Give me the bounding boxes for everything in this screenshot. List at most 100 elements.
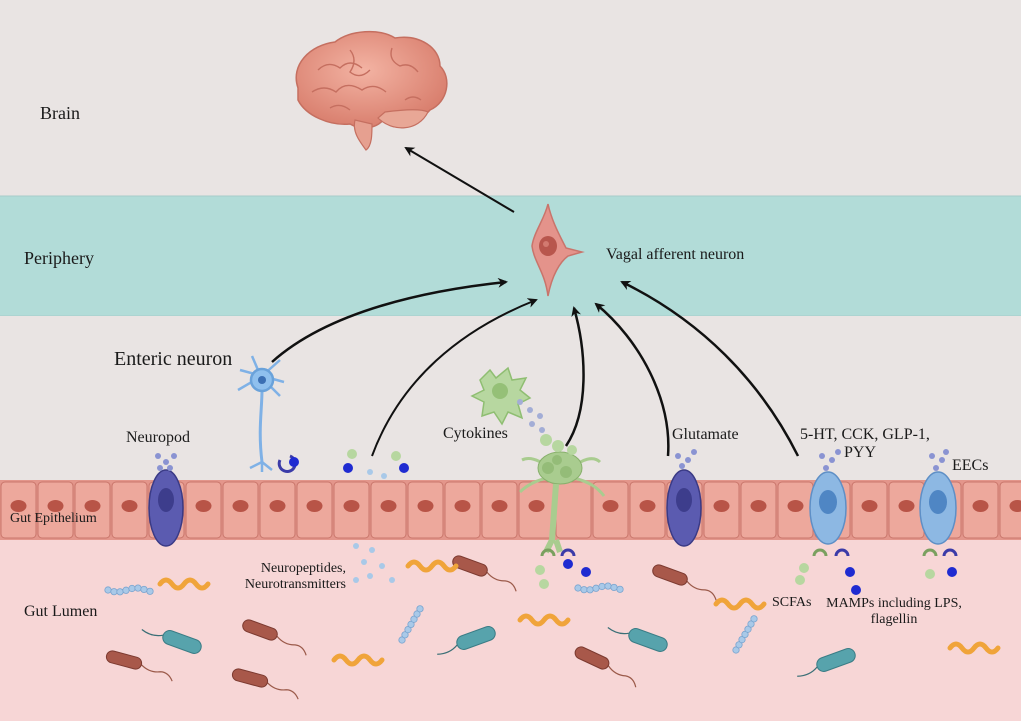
arrow-neuropeptides: [371, 298, 538, 457]
bacteria-icon: [231, 668, 269, 688]
bacteria-bead: [610, 583, 618, 592]
cell-nucleus: [898, 500, 915, 512]
cell-nucleus: [861, 500, 878, 512]
bacteria-icon: [713, 597, 767, 611]
flagellum: [607, 627, 630, 635]
bacteria-icon: [452, 555, 488, 577]
epithelial-cell: [999, 481, 1021, 539]
bacteria-icon: [816, 648, 856, 672]
label-neuropeptides-line2: Neurotransmitters: [244, 577, 346, 593]
label-eecs: EECs: [952, 457, 989, 474]
epithelial-cell: [555, 481, 592, 539]
bacteria-bead: [116, 588, 124, 596]
bacteria-icon: [628, 628, 668, 652]
flagellum: [686, 580, 717, 601]
bacteria-bead: [134, 584, 142, 592]
bacteria-bead: [586, 586, 594, 594]
bacteria-icon: [331, 653, 385, 667]
bacteria-bead: [574, 584, 582, 592]
bacteria-icon: [652, 564, 688, 586]
flagellum: [607, 665, 637, 688]
bacteria-bead: [413, 610, 421, 618]
flagellum: [141, 629, 164, 637]
label-mamps-line2: flagellin: [870, 612, 918, 628]
label-mamps: MAMPs including LPS, flagellin: [814, 596, 974, 628]
label-neuropeptides-line1: Neuropeptides,: [260, 561, 346, 576]
label-mamps-line1: MAMPs including LPS,: [826, 596, 962, 611]
cell-nucleus: [750, 500, 767, 512]
secretion-dots: [155, 449, 949, 471]
label-enteric-neuron: Enteric neuron: [114, 348, 233, 370]
bacteria-icon: [456, 626, 496, 650]
bacteria-bead: [592, 584, 600, 592]
bacteria-bead: [744, 625, 752, 633]
immune-cell-icon: [470, 366, 532, 426]
bacteria-icon: [517, 613, 571, 627]
cell-nucleus: [269, 500, 286, 512]
cell-nucleus: [84, 500, 101, 512]
flagellum: [266, 682, 299, 700]
arrow-to-brain: [404, 146, 515, 213]
bacteria-bead: [146, 587, 154, 595]
cell-nucleus: [491, 500, 508, 512]
cell-nucleus: [972, 500, 989, 512]
bacteria-group: [104, 555, 1001, 700]
eec-receptors: [540, 548, 958, 557]
eec-cell-icon: [809, 471, 957, 545]
cell-nucleus: [713, 500, 730, 512]
neuropod-cell-glutamate-icon: [666, 469, 702, 547]
cell-nucleus: [343, 500, 360, 512]
neuropeptide-dots: [353, 543, 395, 583]
bacteria-bead: [747, 620, 755, 628]
arrow-cytokines: [564, 306, 585, 447]
label-cytokines: Cytokines: [443, 425, 508, 442]
neuropeptide-release-dots: [343, 449, 409, 479]
bacteria-bead: [616, 585, 624, 593]
region-label-gut-epithelium: Gut Epithelium: [10, 511, 97, 526]
lumen-ligands: [535, 559, 957, 595]
enteric-neuron-icon: [237, 355, 285, 472]
cell-nucleus: [47, 500, 64, 512]
bacteria-bead: [741, 630, 749, 639]
cell-nucleus: [195, 500, 212, 512]
ligand-dot: [289, 457, 299, 467]
bacteria-bead: [416, 605, 424, 613]
vagal-neuron-icon: [531, 203, 585, 297]
arrow-glutamate: [594, 302, 670, 457]
bacteria-bead: [122, 586, 130, 594]
bacteria-icon: [947, 641, 1001, 655]
bacteria-bead: [398, 636, 406, 644]
bacteria-bead: [750, 615, 758, 623]
bacteria-bead: [732, 646, 740, 654]
cell-nucleus: [380, 500, 397, 512]
label-hormones-line1: 5-HT, CCK, GLP-1,: [800, 426, 930, 443]
label-hormones-line2: PYY: [843, 444, 876, 462]
bacteria-icon: [405, 559, 459, 573]
cell-nucleus: [10, 500, 27, 512]
bacteria-bead: [110, 588, 118, 596]
label-neuropod: Neuropod: [126, 429, 190, 446]
label-neuropeptides: Neuropeptides, Neurotransmitters: [236, 561, 346, 593]
periphery-band: [0, 196, 1021, 316]
bacteria-bead: [407, 620, 415, 629]
bacteria-bead: [604, 582, 612, 590]
bacteria-icon: [157, 577, 211, 591]
cell-nucleus: [417, 500, 434, 512]
bacteria-icon: [162, 630, 202, 654]
region-label-gut-lumen: Gut Lumen: [24, 603, 98, 620]
cell-nucleus: [602, 500, 619, 512]
cell-nucleus: [528, 500, 545, 512]
bacteria-bead: [735, 641, 743, 649]
arrow-hormones: [620, 280, 800, 457]
flagellum: [140, 664, 173, 682]
cell-nucleus: [306, 500, 323, 512]
bacteria-bead: [401, 631, 409, 639]
cytokine-dots: [517, 399, 545, 433]
glial-cell-icon: [518, 451, 606, 554]
flagellum: [276, 635, 307, 656]
brain-band: [0, 0, 1021, 196]
flagellum: [486, 571, 517, 592]
cell-nucleus: [1009, 500, 1021, 512]
region-label-periphery: Periphery: [24, 248, 94, 268]
